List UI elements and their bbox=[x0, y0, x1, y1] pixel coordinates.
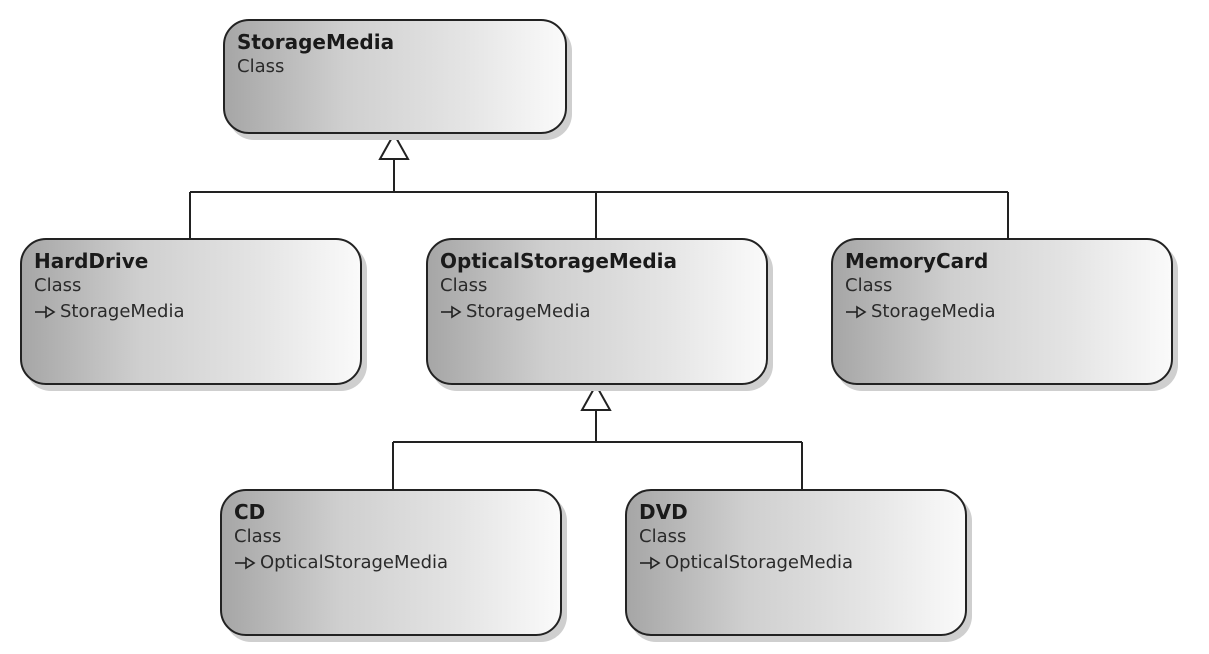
class-name: MemoryCard bbox=[845, 249, 989, 273]
class-parent: StorageMedia bbox=[845, 298, 1171, 326]
class-kind: Class bbox=[639, 526, 687, 547]
class-node-memorycard[interactable]: MemoryCard Class StorageMedia bbox=[831, 238, 1173, 385]
class-kind: Class bbox=[440, 275, 488, 296]
inherits-arrow-icon bbox=[846, 305, 867, 319]
parent-class-name: OpticalStorageMedia bbox=[260, 552, 449, 573]
class-node-cd[interactable]: CD Class OpticalStorageMedia bbox=[220, 489, 562, 636]
parent-class-name: StorageMedia bbox=[466, 301, 591, 322]
inherits-arrow-icon bbox=[35, 305, 56, 319]
class-node-harddrive[interactable]: HardDrive Class StorageMedia bbox=[20, 238, 362, 385]
parent-class-name: OpticalStorageMedia bbox=[665, 552, 854, 573]
class-parent: StorageMedia bbox=[440, 298, 766, 326]
class-name: CD bbox=[234, 500, 266, 524]
class-node-opticalstoragemedia[interactable]: OpticalStorageMedia Class StorageMedia bbox=[426, 238, 768, 385]
class-parent: OpticalStorageMedia bbox=[639, 549, 965, 577]
class-node-storagemedia[interactable]: StorageMedia Class bbox=[223, 19, 567, 134]
inherits-arrow-icon bbox=[640, 556, 661, 570]
inherits-arrow-icon bbox=[235, 556, 256, 570]
class-kind: Class bbox=[234, 526, 282, 547]
class-kind: Class bbox=[34, 275, 82, 296]
class-node-dvd[interactable]: DVD Class OpticalStorageMedia bbox=[625, 489, 967, 636]
inherits-arrow-icon bbox=[441, 305, 462, 319]
inheritance-arrow-icon bbox=[580, 382, 612, 411]
class-name: OpticalStorageMedia bbox=[440, 249, 678, 273]
class-parent: StorageMedia bbox=[34, 298, 360, 326]
class-name: HardDrive bbox=[34, 249, 149, 273]
parent-class-name: StorageMedia bbox=[871, 301, 996, 322]
class-name: DVD bbox=[639, 500, 688, 524]
class-kind: Class bbox=[845, 275, 893, 296]
class-parent: OpticalStorageMedia bbox=[234, 549, 560, 577]
inheritance-arrow-icon bbox=[378, 131, 410, 160]
class-name: StorageMedia bbox=[237, 30, 395, 54]
parent-class-name: StorageMedia bbox=[60, 301, 185, 322]
class-kind: Class bbox=[237, 56, 285, 77]
